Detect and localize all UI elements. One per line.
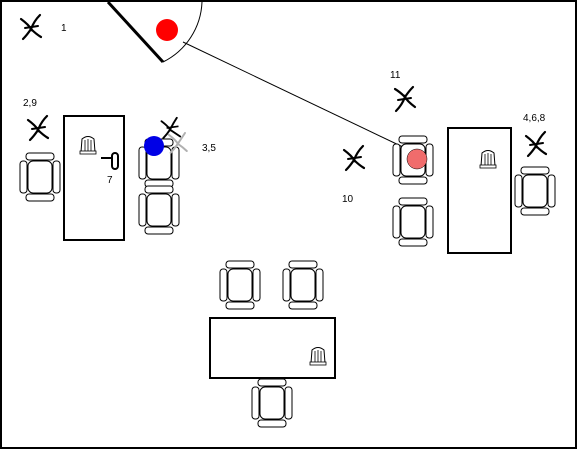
label-11: 11 xyxy=(390,70,401,81)
label-4-6-8: 4,6,8 xyxy=(523,113,546,124)
handset-icon xyxy=(101,152,119,170)
label-1: 1 xyxy=(61,23,67,34)
door-icon xyxy=(106,0,203,64)
desk-right xyxy=(447,127,512,254)
person-icon xyxy=(160,116,182,140)
label-7: 7 xyxy=(107,175,113,186)
label-3-5: 3,5 xyxy=(202,143,216,154)
telephone-icon xyxy=(309,347,327,366)
sight-line xyxy=(182,41,406,149)
label-2-9: 2,9 xyxy=(23,98,37,109)
target-marker-icon xyxy=(406,148,428,170)
camera-marker-icon xyxy=(156,19,178,41)
person-icon xyxy=(167,132,188,154)
telephone-icon xyxy=(79,136,97,155)
blue-marker-icon xyxy=(144,136,164,156)
desk-left xyxy=(63,115,125,241)
label-10: 10 xyxy=(342,194,354,205)
telephone-icon xyxy=(479,150,497,169)
